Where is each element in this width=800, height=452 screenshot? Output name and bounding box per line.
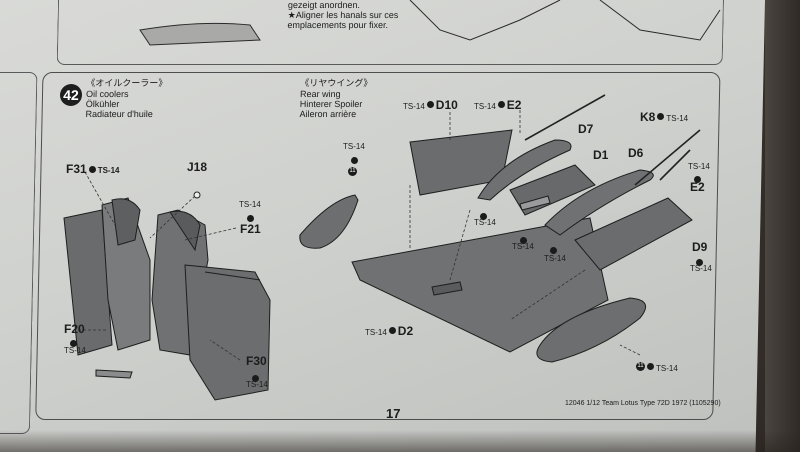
screw-ts14-f20: TS-14 (64, 346, 86, 355)
kit-footer: 12046 1/12 Team Lotus Type 72D 1972 (110… (565, 400, 721, 407)
circled-11-wing: 11 (348, 167, 357, 177)
screw-ts14-b: TS-14 (512, 242, 534, 251)
screw-ts14-c: TS-14 (544, 254, 566, 263)
screw-ts14-d9: TS-14 (690, 264, 712, 273)
part-d1: D1 (593, 148, 609, 162)
screw-ts14-e2: TS-14 (688, 162, 710, 171)
background-bottom (0, 430, 800, 452)
background-right (765, 0, 800, 452)
page-number: 17 (386, 406, 401, 421)
screw-dot-c (548, 242, 559, 260)
screw-ts14-wing: TS-14 (343, 142, 365, 151)
screw-dot-a (478, 208, 489, 226)
screw-dot-f21 (245, 210, 256, 228)
screw-dot-wing (349, 152, 360, 170)
part-d6: D6 (628, 146, 644, 160)
part-e2-right: E2 (690, 180, 705, 194)
screw-dot-f20 (68, 335, 79, 353)
part-f20: F20 (64, 322, 85, 336)
part-f21: F21 (240, 222, 261, 236)
screw-dot-b (518, 232, 529, 250)
screw-ts14-a: TS-14 (474, 218, 496, 227)
screw-dot-e2 (692, 171, 703, 189)
part-f30: F30 (246, 354, 267, 368)
screw-dot-f30 (250, 370, 261, 388)
screw-ts14-f30: TS-14 (246, 380, 268, 389)
screw-dot-d9 (694, 254, 705, 272)
part-d9: D9 (692, 240, 708, 254)
screw-ts14-f21: TS-14 (239, 200, 261, 209)
part-j18: J18 (187, 160, 208, 174)
part-d7: D7 (578, 122, 594, 136)
